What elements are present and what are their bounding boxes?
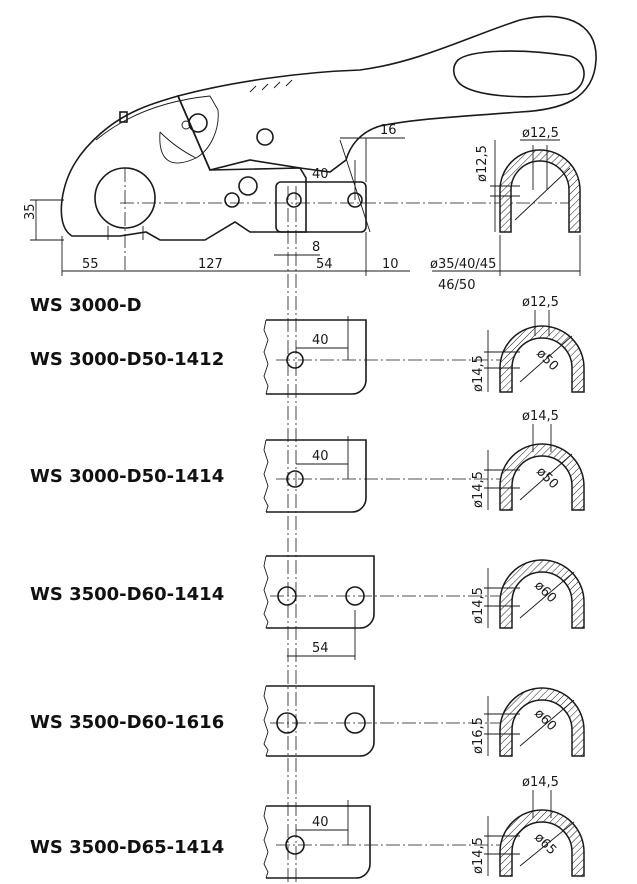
model-name: WS 3000-D50-1414: [30, 466, 224, 487]
dim-40-top: 40: [312, 167, 329, 182]
plate-dim: 40: [312, 815, 329, 830]
variant-row: WS 3500-D60-1616 ø16,5 ø60: [30, 685, 585, 757]
bore-side: ø14,5: [471, 837, 486, 874]
ball-size: ø50: [533, 346, 561, 374]
dim-10: 10: [382, 257, 399, 272]
ball-size: ø60: [531, 706, 559, 734]
model-name: WS 3500-D60-1414: [30, 584, 224, 605]
ball-size: ø60: [531, 578, 559, 606]
bore-side: ø14,5: [471, 471, 486, 508]
coupling-side-view: [60, 15, 597, 241]
bore-top: ø14,5: [522, 775, 559, 790]
model-name: WS 3500-D65-1414: [30, 837, 224, 858]
dim-ball-diameter-2: 46/50: [438, 278, 475, 293]
bore-side: ø14,5: [471, 587, 486, 624]
dim-127: 127: [198, 257, 223, 272]
variant-row: WS 3000-D50-1412 40 ø12,5 ø14,5 ø50: [30, 295, 585, 395]
bore-top: ø12,5: [522, 295, 559, 310]
model-name: WS 3000-D50-1412: [30, 349, 224, 370]
variant-row: WS 3500-D65-1414 40 ø14,5 ø14,5 ø65: [30, 775, 585, 879]
model-name: WS 3500-D60-1616: [30, 712, 224, 733]
dim-35: 35: [23, 203, 38, 220]
bore-side: ø16,5: [471, 717, 486, 754]
bore-top: ø14,5: [522, 409, 559, 424]
plate-dim: 40: [312, 333, 329, 348]
bore-side: ø14,5: [471, 355, 486, 392]
dim-8: 8: [312, 240, 320, 255]
dim-16: 16: [380, 123, 397, 138]
plate-dim: 40: [312, 449, 329, 464]
variant-row: WS 3500-D60-1414 54 ø14,5 ø60: [30, 555, 585, 660]
plate-dim: 54: [312, 641, 329, 656]
dim-ball-diameter: ø35/40/45: [430, 257, 496, 272]
dim-bore-side: ø12,5: [475, 145, 490, 182]
dim-55: 55: [82, 257, 99, 272]
dim-54: 54: [316, 257, 333, 272]
ball-size: ø50: [533, 464, 561, 492]
profile-top: [432, 139, 581, 276]
top-dimensions: [30, 137, 410, 276]
dim-bore-top: ø12,5: [522, 126, 559, 141]
variant-row: WS 3000-D50-1414 40 ø14,5 ø14,5 ø50: [30, 409, 585, 513]
model-name: WS 3000-D: [30, 295, 142, 316]
